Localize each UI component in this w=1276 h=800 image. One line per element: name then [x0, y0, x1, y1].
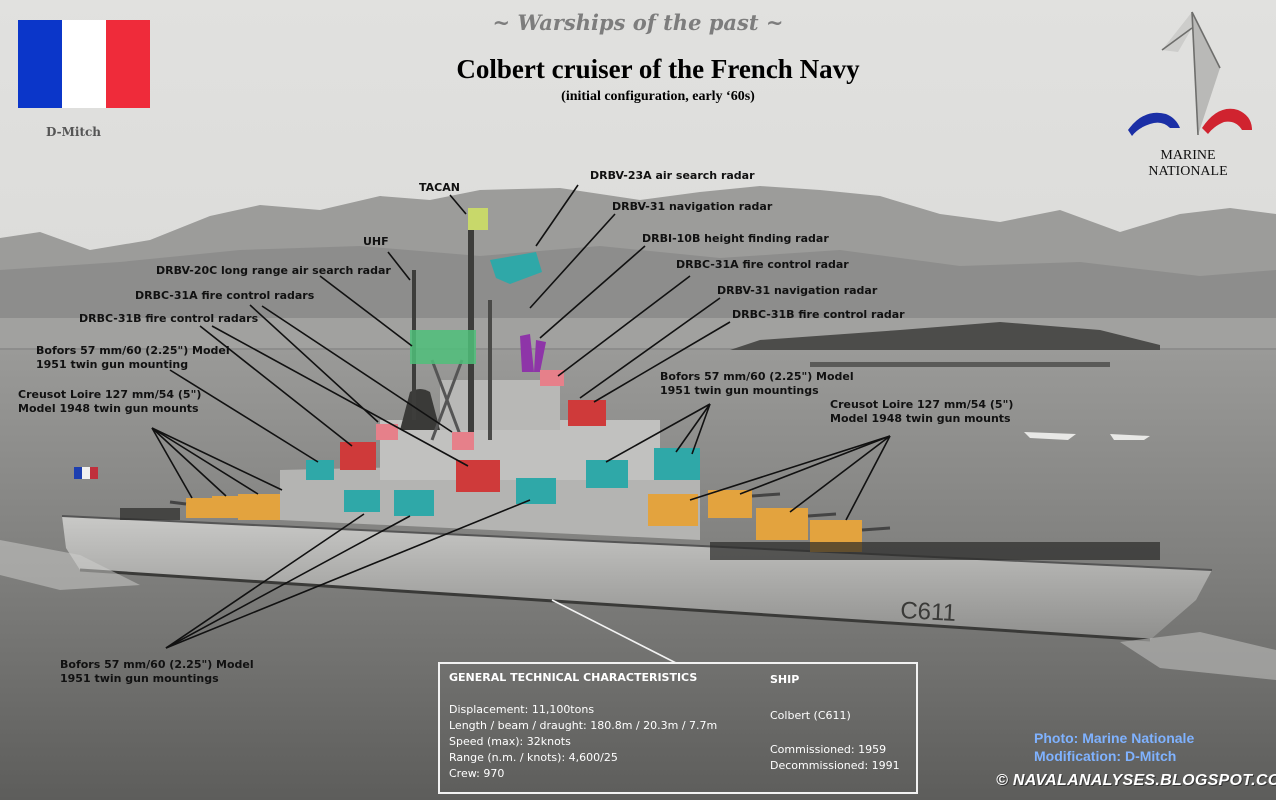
- label-creusot-left-line-2: Model 1948 twin gun mounts: [18, 402, 199, 415]
- ship-commissioned: Commissioned: 1959: [770, 743, 887, 756]
- label-drbv31-upper: DRBV-31 navigation radar: [612, 200, 773, 213]
- modification-credit: Modification: D-Mitch: [1034, 748, 1177, 764]
- label-bofors-left: Bofors 57 mm/60 (2.25") Model 1951 twin …: [36, 344, 230, 372]
- label-bofors-left-line-2: 1951 twin gun mounting: [36, 358, 189, 371]
- drbv23a-radar: [490, 252, 542, 284]
- page-subtitle: (initial configuration, early ‘60s): [561, 89, 755, 104]
- logo-text-line-1: MARINE: [1160, 148, 1216, 163]
- bofors-mount: [516, 478, 556, 504]
- label-bofors-left-line-1: Bofors 57 mm/60 (2.25") Model: [36, 344, 230, 357]
- tacan-antenna: [468, 208, 488, 230]
- flag-red-stripe: [106, 20, 150, 108]
- label-uhf: UHF: [363, 235, 389, 248]
- label-bofors-bottom-line-1: Bofors 57 mm/60 (2.25") Model: [60, 658, 254, 671]
- specs-box: GENERAL TECHNICAL CHARACTERISTICS Displa…: [438, 662, 918, 794]
- bofors-mount: [306, 460, 334, 480]
- logo-text: MARINE NATIONALE: [1108, 148, 1268, 180]
- label-drbv20c: DRBV-20C long range air search radar: [156, 264, 391, 277]
- french-flag: [18, 20, 150, 108]
- spec-displacement: Displacement: 11,100tons: [449, 703, 595, 716]
- spec-dimensions: Length / beam / draught: 180.8m / 20.3m …: [449, 719, 718, 732]
- five-inch-mount: [708, 490, 752, 518]
- label-drbi10b: DRBI-10B height finding radar: [642, 232, 829, 245]
- label-creusot-right-line-2: Model 1948 twin gun mounts: [830, 412, 1011, 425]
- label-creusot-left-line-1: Creusot Loire 127 mm/54 (5"): [18, 388, 202, 401]
- flag-white-stripe: [62, 20, 106, 108]
- ship-name: Colbert (C611): [770, 709, 851, 722]
- author-tag: D-Mitch: [46, 125, 102, 139]
- label-drbv23a: DRBV-23A air search radar: [590, 169, 755, 182]
- drbi10b-radar: [520, 334, 546, 372]
- credits: Photo: Marine Nationale Modification: D-…: [1034, 729, 1194, 765]
- label-bofors-right: Bofors 57 mm/60 (2.25") Model 1951 twin …: [660, 370, 854, 398]
- hull-number: C611: [900, 597, 957, 627]
- drbc31-director: [540, 370, 564, 386]
- ship-decommissioned: Decommissioned: 1991: [770, 759, 900, 772]
- ship-heading: SHIP: [770, 673, 800, 686]
- logo-text-line-2: NATIONALE: [1148, 164, 1228, 179]
- specs-list: Displacement: 11,100tons Length / beam /…: [449, 702, 717, 782]
- series-title: ~ Warships of the past ~: [492, 10, 784, 35]
- label-drbc31b-right: DRBC-31B fire control radar: [732, 308, 905, 321]
- label-drbv31-lower: DRBV-31 navigation radar: [717, 284, 878, 297]
- drbc31-director: [456, 460, 500, 492]
- five-inch-mount: [212, 496, 242, 518]
- drbc31-director: [376, 424, 398, 440]
- label-drbc31a-right: DRBC-31A fire control radar: [676, 258, 849, 271]
- spec-range: Range (n.m. / knots): 4,600/25: [449, 751, 618, 764]
- label-drbc31a-left: DRBC-31A fire control radars: [135, 289, 315, 302]
- five-inch-mount: [186, 498, 216, 518]
- page-title: Colbert cruiser of the French Navy: [456, 54, 860, 84]
- five-inch-mount: [238, 494, 280, 520]
- drbv20c-radar: [410, 330, 476, 364]
- label-bofors-right-line-1: Bofors 57 mm/60 (2.25") Model: [660, 370, 854, 383]
- flag-blue-stripe: [18, 20, 62, 108]
- bofors-mount: [586, 460, 628, 488]
- five-inch-mount: [648, 494, 698, 526]
- label-creusot-left: Creusot Loire 127 mm/54 (5") Model 1948 …: [18, 388, 201, 416]
- specs-heading: GENERAL TECHNICAL CHARACTERISTICS: [449, 671, 698, 684]
- drbc31-director: [568, 400, 606, 426]
- website-credit: © NAVALANALYSES.BLOGSPOT.COM: [996, 772, 1276, 789]
- label-bofors-right-line-2: 1951 twin gun mountings: [660, 384, 819, 397]
- marine-nationale-logo: [1128, 11, 1252, 136]
- ship-hull: [62, 516, 1212, 640]
- spec-crew: Crew: 970: [449, 767, 505, 780]
- drbc31-director: [452, 432, 474, 450]
- drbc31-director: [340, 442, 376, 470]
- photo-credit: Photo: Marine Nationale: [1034, 730, 1195, 746]
- label-tacan: TACAN: [419, 181, 460, 194]
- spec-speed: Speed (max): 32knots: [449, 735, 571, 748]
- bofors-mount: [394, 490, 434, 516]
- five-inch-mount: [756, 508, 808, 540]
- bofors-mount: [344, 490, 380, 512]
- label-drbc31b-left: DRBC-31B fire control radars: [79, 312, 259, 325]
- label-creusot-right: Creusot Loire 127 mm/54 (5") Model 1948 …: [830, 398, 1013, 426]
- label-creusot-right-line-1: Creusot Loire 127 mm/54 (5"): [830, 398, 1014, 411]
- label-bofors-bottom: Bofors 57 mm/60 (2.25") Model 1951 twin …: [60, 658, 254, 686]
- label-bofors-bottom-line-2: 1951 twin gun mountings: [60, 672, 219, 685]
